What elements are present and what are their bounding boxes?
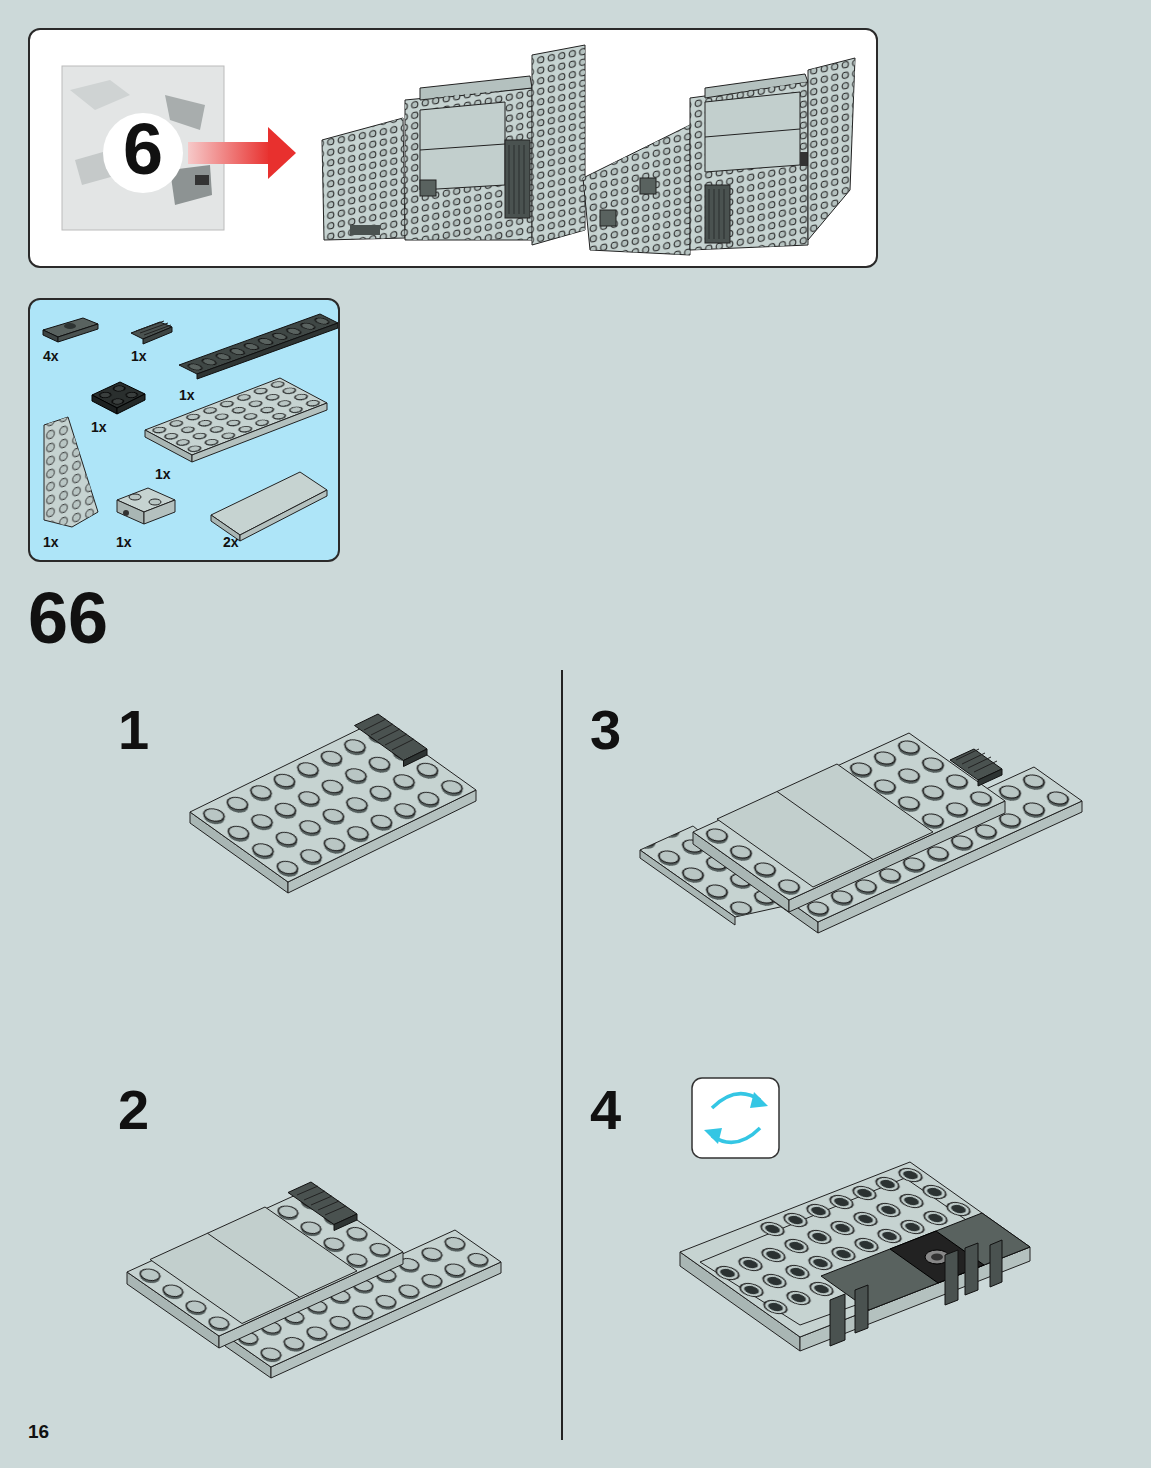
substep-number: 1 xyxy=(118,698,149,761)
text-slot: 1x xyxy=(131,347,147,365)
bag-banner: 6 xyxy=(28,28,878,268)
text-slot: 1x xyxy=(179,386,195,404)
substep-number: 3 xyxy=(590,698,621,761)
quantity-label: 1x xyxy=(91,419,107,435)
text-slot: 1x xyxy=(155,465,171,483)
text-slot: 4 xyxy=(590,1082,621,1138)
quantity-label: 1x xyxy=(179,387,195,403)
text-slot: 4x xyxy=(43,347,59,365)
text-slot: 1x xyxy=(43,533,59,551)
quantity-label: 1x xyxy=(116,534,132,550)
text-slot: 1 xyxy=(118,702,149,758)
quantity-label: 2x xyxy=(223,534,239,550)
text-slot: 16 xyxy=(28,1422,49,1442)
text-slot: 3 xyxy=(590,702,621,758)
text-slot: 1x xyxy=(116,533,132,551)
quantity-label: 1x xyxy=(43,534,59,550)
step-number: 66 xyxy=(28,578,108,658)
text-slot: 1x xyxy=(91,418,107,436)
bag-number: 6 xyxy=(123,109,163,189)
page-number: 16 xyxy=(28,1421,49,1442)
text-slot: 6 xyxy=(123,113,163,185)
substep-number: 4 xyxy=(590,1078,621,1141)
quantity-label: 1x xyxy=(131,348,147,364)
parts-list-panel: 4x 1x 1x 1x 1x 1x 1x 2x xyxy=(28,298,340,562)
substep-number: 2 xyxy=(118,1078,149,1141)
quantity-label: 4x xyxy=(43,348,59,364)
text-slot: 2 xyxy=(118,1082,149,1138)
quantity-label: 1x xyxy=(155,466,171,482)
text-slot: 2x xyxy=(223,533,239,551)
text-slot: 66 xyxy=(28,582,108,654)
